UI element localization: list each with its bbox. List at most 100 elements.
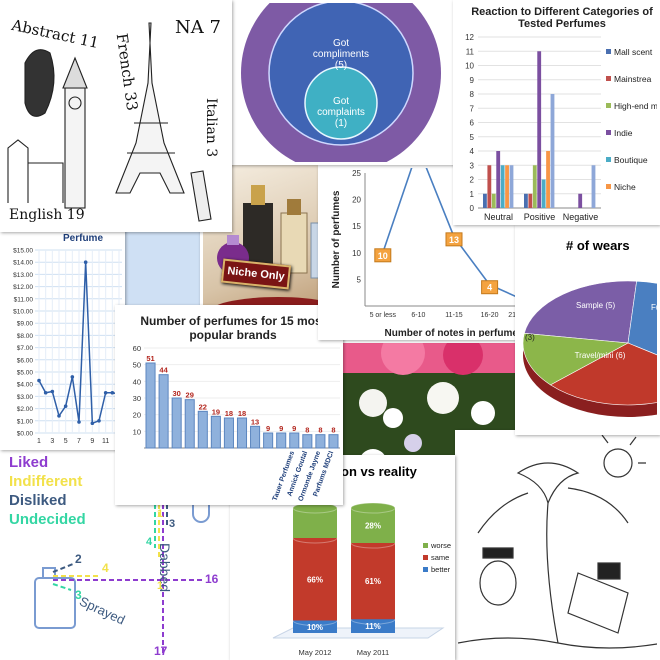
price-xtick: 3	[50, 438, 54, 445]
price-point	[97, 419, 101, 423]
reaction-legend-swatch	[606, 49, 611, 54]
reaction-ytick: 3	[470, 161, 475, 170]
notes-data-label: 13	[449, 235, 459, 245]
compliments-venn: Got compliments (5) Got complaints (1)	[228, 0, 456, 165]
notes-data-label: 10	[378, 251, 388, 261]
brands-data-label: 19	[212, 407, 220, 416]
count-2: 2	[75, 552, 82, 566]
price-xtick: 11	[102, 438, 109, 445]
reaction-ytick: 4	[470, 147, 475, 156]
expect-data-label: 10%	[307, 623, 323, 632]
brands-bar	[302, 434, 313, 449]
price-point	[70, 375, 75, 379]
price-point	[37, 378, 41, 383]
price-line-chart: Perfume$0.00$1.00$2.00$3.00$4.00$5.00$6.…	[0, 225, 125, 450]
brands-data-label: 51	[146, 354, 154, 363]
brands-ytick: 30	[133, 394, 141, 403]
notes-label-box	[481, 280, 499, 295]
expect-data-label: 61%	[365, 577, 381, 586]
legend-indifferent: Indifferent	[9, 473, 83, 490]
notes-xtick: 16-20	[481, 312, 499, 319]
price-title: Perfume	[63, 233, 103, 244]
legend-liked: Liked	[9, 454, 49, 471]
price-ytick: $2.00	[17, 406, 34, 413]
brands-bar	[184, 399, 195, 449]
expect-xtick: May 2012	[299, 648, 332, 657]
cartoon-beach-drawing	[458, 434, 657, 649]
reaction-legend-label: Mainstrea	[614, 74, 652, 84]
legend-undecided: Undecided	[9, 511, 86, 528]
venn-inner-label: Got complaints (1)	[317, 96, 365, 129]
notes-xlabel: Number of notes in perfumes	[385, 328, 524, 339]
reaction-bar	[509, 165, 514, 208]
reaction-legend-label: Niche	[614, 182, 636, 192]
brands-bar	[289, 432, 300, 449]
price-point	[103, 390, 108, 395]
brands-data-label: 8	[318, 426, 322, 435]
price-ytick: $1.00	[17, 418, 34, 425]
reaction-legend-label: Mall scent	[614, 47, 653, 57]
expect-segment	[293, 538, 337, 621]
price-ytick: $4.00	[17, 382, 34, 389]
brands-bar	[250, 425, 261, 449]
brands-data-label: 9	[266, 424, 270, 433]
notes-label-box	[374, 248, 392, 263]
expect-legend-swatch	[423, 555, 428, 560]
wears-plot: Sample (5)FulTravel/mini (6)(3)	[522, 280, 657, 417]
reaction-xtick: Neutral	[484, 212, 513, 222]
price-point	[110, 390, 115, 395]
wears-slice-label: Sample (5)	[576, 301, 615, 310]
label-english: English 19	[9, 207, 85, 223]
brands-data-label: 18	[225, 409, 233, 418]
brands-ytick: 20	[133, 411, 141, 420]
reaction-ytick: 7	[470, 104, 475, 113]
niche-only-text: Niche Only	[226, 265, 286, 283]
price-point	[90, 421, 95, 426]
reaction-bar	[524, 193, 528, 208]
price-ytick: $0.00	[17, 431, 34, 438]
brands-ytick: 50	[133, 361, 141, 370]
notes-label-box	[445, 232, 463, 247]
brands-bar	[171, 397, 182, 449]
price-point	[63, 404, 68, 408]
label-italian: Italian 3	[203, 98, 219, 158]
brands-data-label: 9	[292, 424, 296, 433]
brands-ytick: 40	[133, 377, 141, 386]
expect-data-label: 28%	[365, 522, 381, 531]
reaction-bar	[505, 165, 509, 208]
brands-data-label: 8	[331, 426, 335, 435]
notes-data-label: 4	[487, 283, 492, 293]
reaction-bar	[483, 193, 487, 208]
landmarks-drawing	[7, 22, 212, 222]
count-4-dab: 4	[146, 536, 153, 548]
brands-ytick: 60	[133, 344, 141, 353]
expect-segment	[351, 508, 395, 543]
reaction-ytick: 9	[470, 76, 475, 85]
price-point	[77, 420, 81, 424]
count-17: 17	[154, 644, 168, 658]
reaction-ytick: 0	[470, 204, 475, 213]
brands-bar	[210, 415, 221, 449]
reaction-bar	[550, 94, 555, 208]
wears-pie-chart: # of wears Sample (5)FulTravel/mini (6)(…	[515, 225, 660, 435]
brands-data-label: 44	[159, 366, 168, 375]
expect-segment	[351, 543, 395, 620]
count-3-dab: 3	[169, 518, 176, 530]
wears-slice-label: (3)	[525, 333, 535, 342]
price-point	[50, 389, 55, 394]
notes-ytick: 15	[352, 222, 361, 231]
expect-legend-label: worse	[430, 541, 451, 550]
notes-ytick: 5	[357, 275, 362, 284]
brands-ytick: 10	[133, 427, 141, 436]
price-ytick: $10.00	[13, 309, 33, 316]
brands-data-label: 18	[238, 409, 246, 418]
count-16: 16	[205, 572, 219, 586]
price-ytick: $9.00	[17, 321, 34, 328]
price-ytick: $12.00	[13, 284, 33, 291]
cartoon-sketch	[455, 430, 660, 660]
reaction-ytick: 6	[470, 119, 475, 128]
reaction-ytick: 10	[465, 62, 474, 71]
brands-bar	[197, 410, 208, 449]
